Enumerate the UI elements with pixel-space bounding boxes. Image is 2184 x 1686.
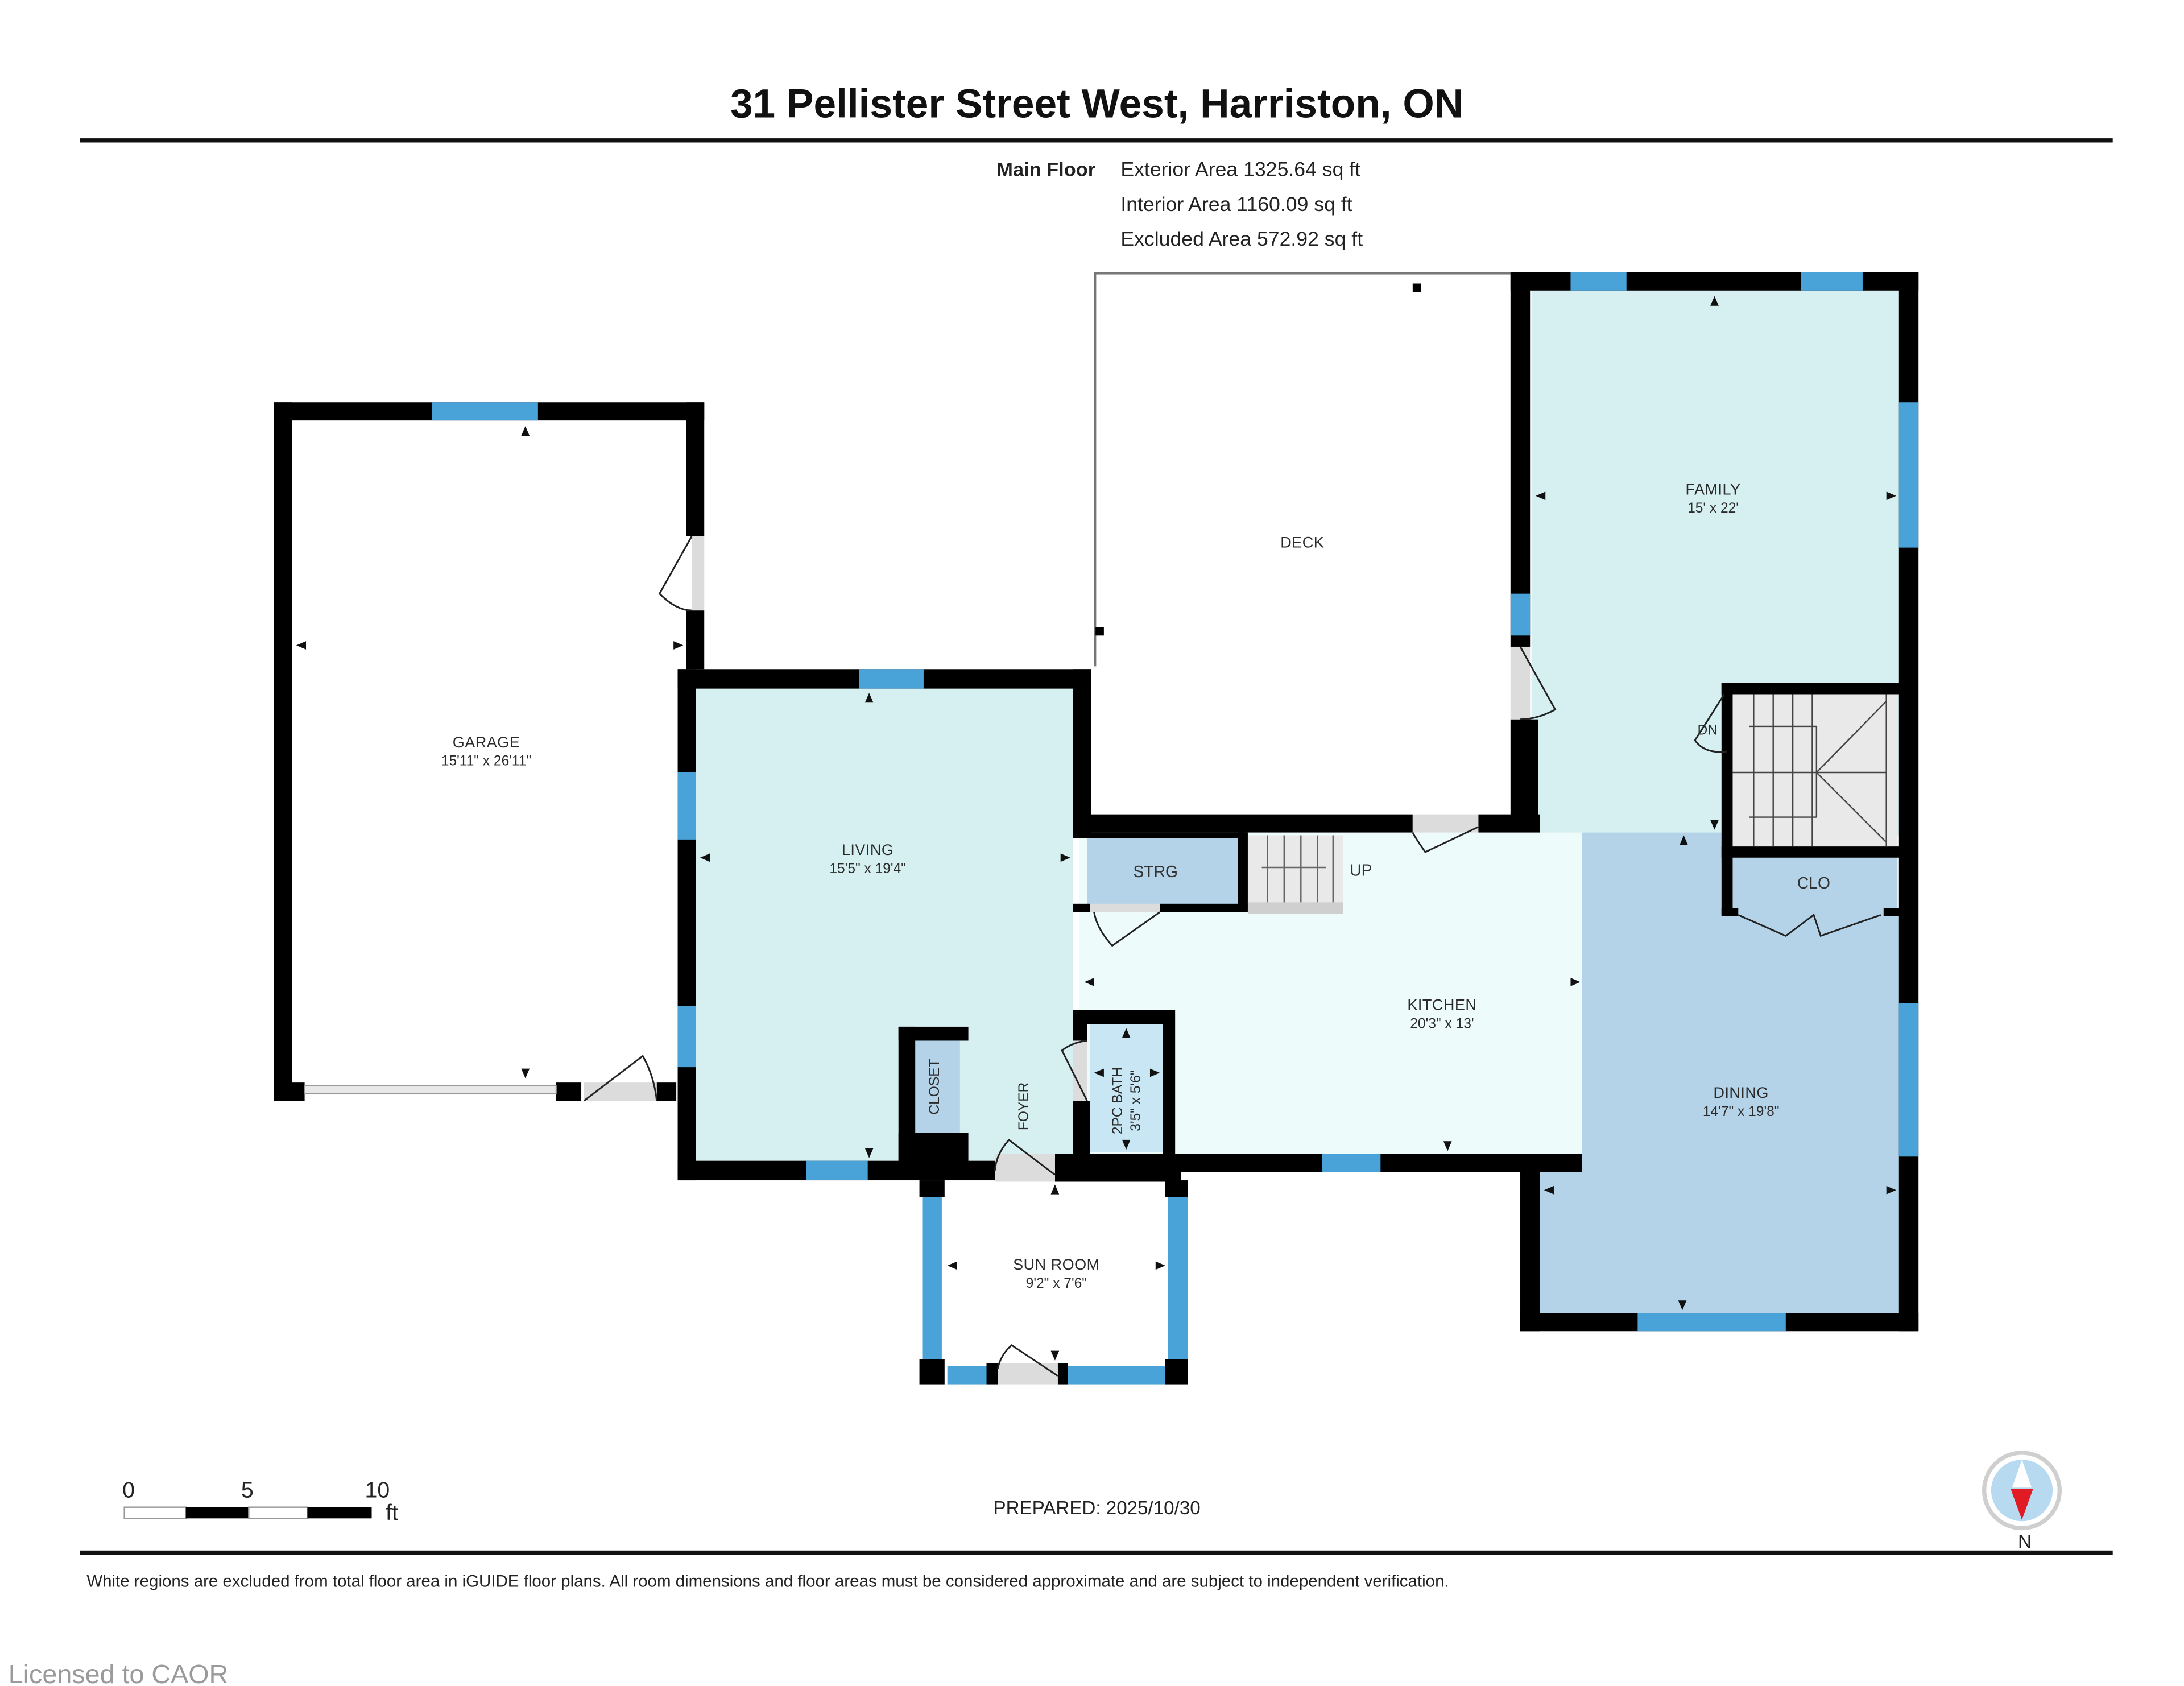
excluded-area: Excluded Area 572.92 sq ft bbox=[1120, 228, 1363, 250]
dining-label: DINING bbox=[1713, 1084, 1768, 1101]
clo-label: CLO bbox=[1797, 874, 1830, 892]
stairs-down-area bbox=[1732, 693, 1898, 850]
living-dims: 15'5" x 19'4" bbox=[829, 861, 906, 877]
svg-text:10: 10 bbox=[365, 1477, 390, 1502]
clo-area bbox=[1732, 857, 1898, 908]
living-room-area bbox=[696, 688, 1073, 1161]
stairs-up-treads bbox=[1247, 835, 1343, 914]
sunroom-dims: 9'2" x 7'6" bbox=[1026, 1276, 1087, 1291]
deck-label: DECK bbox=[1280, 534, 1324, 551]
bath-area bbox=[1090, 1024, 1163, 1152]
footer-rule bbox=[80, 1550, 2113, 1555]
garage-label: GARAGE bbox=[453, 734, 520, 751]
exterior-area: Exterior Area 1325.64 sq ft bbox=[1120, 158, 1360, 180]
scale-unit: ft bbox=[386, 1500, 398, 1525]
living-label: LIVING bbox=[842, 841, 894, 858]
page-title: 31 Pellister Street West, Harriston, ON bbox=[730, 81, 1463, 126]
dining-dims: 14'7" x 19'8" bbox=[1703, 1104, 1780, 1119]
stairs-up-label: UP bbox=[1350, 861, 1372, 879]
header-rule bbox=[80, 138, 2113, 143]
storage-area bbox=[1087, 838, 1238, 906]
svg-text:5: 5 bbox=[241, 1477, 254, 1502]
kitchen-label: KITCHEN bbox=[1407, 996, 1476, 1013]
disclaimer: White regions are excluded from total fl… bbox=[86, 1572, 1449, 1591]
stairs-down-treads bbox=[1732, 694, 1887, 847]
compass-north-label: N bbox=[2018, 1531, 2032, 1552]
stairs-down-label: DN bbox=[1697, 723, 1717, 738]
bath-label: 2PC BATH bbox=[1110, 1067, 1126, 1134]
interior-area: Interior Area 1160.09 sq ft bbox=[1120, 193, 1352, 216]
sunroom-label: SUN ROOM bbox=[1013, 1256, 1099, 1273]
dimension-arrows bbox=[296, 296, 1896, 1361]
compass-icon: N bbox=[1982, 1451, 2062, 1552]
bath-dims: 3'5" x 5'6" bbox=[1128, 1070, 1144, 1131]
closet-area bbox=[915, 1040, 960, 1133]
floor-label: Main Floor bbox=[996, 159, 1095, 180]
windows bbox=[432, 272, 1919, 1385]
doors[interactable] bbox=[304, 536, 1881, 1385]
scale-bar: 0 5 10 ft bbox=[122, 1477, 398, 1524]
strg-label: STRG bbox=[1134, 862, 1178, 881]
stairs-up-area bbox=[1247, 835, 1343, 914]
family-dims: 15' x 22' bbox=[1687, 501, 1739, 516]
kitchen-dims: 20'3" x 13' bbox=[1410, 1016, 1474, 1031]
dining-room-area bbox=[1540, 832, 1901, 1313]
family-label: FAMILY bbox=[1686, 481, 1741, 498]
foyer-label: FOYER bbox=[1016, 1082, 1032, 1131]
garage-dims: 15'11" x 26'11" bbox=[441, 754, 531, 769]
license-watermark: Licensed to CAOR bbox=[9, 1659, 228, 1686]
svg-text:0: 0 bbox=[122, 1477, 135, 1502]
prepared-date: PREPARED: 2025/10/30 bbox=[993, 1498, 1200, 1519]
closet-label: CLOSET bbox=[927, 1059, 942, 1114]
